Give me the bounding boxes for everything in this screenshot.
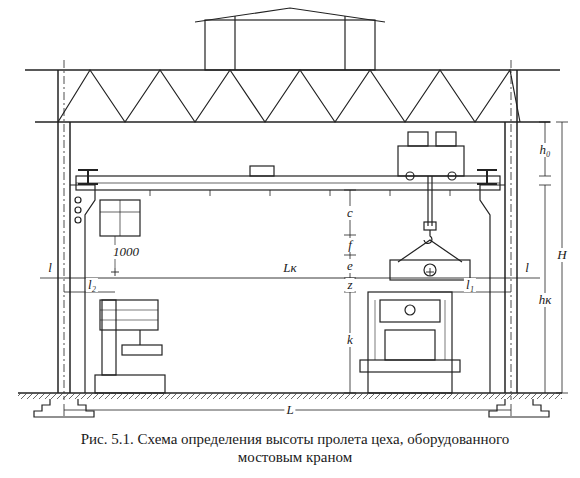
- dimension-label: h₀: [537, 143, 552, 157]
- dimension-label: z: [345, 278, 354, 292]
- dimension-label: c: [345, 206, 355, 220]
- dimension-label: k: [345, 333, 355, 347]
- figure-caption: Рис. 5.1. Схема определения высоты проле…: [75, 430, 515, 466]
- dimension-label: l₂: [86, 278, 98, 292]
- dimension-label: l: [46, 261, 54, 275]
- dimension-label: e: [345, 259, 355, 273]
- dimension-label: f: [346, 238, 354, 252]
- dimension-label: 1000: [111, 245, 141, 259]
- dimension-label: l₁: [464, 278, 476, 292]
- dimension-label: hк: [537, 293, 554, 307]
- dimension-label: Lк: [281, 261, 298, 275]
- dimension-label: L: [284, 403, 295, 417]
- dimension-label: H: [555, 248, 568, 262]
- dimension-label: l: [523, 261, 531, 275]
